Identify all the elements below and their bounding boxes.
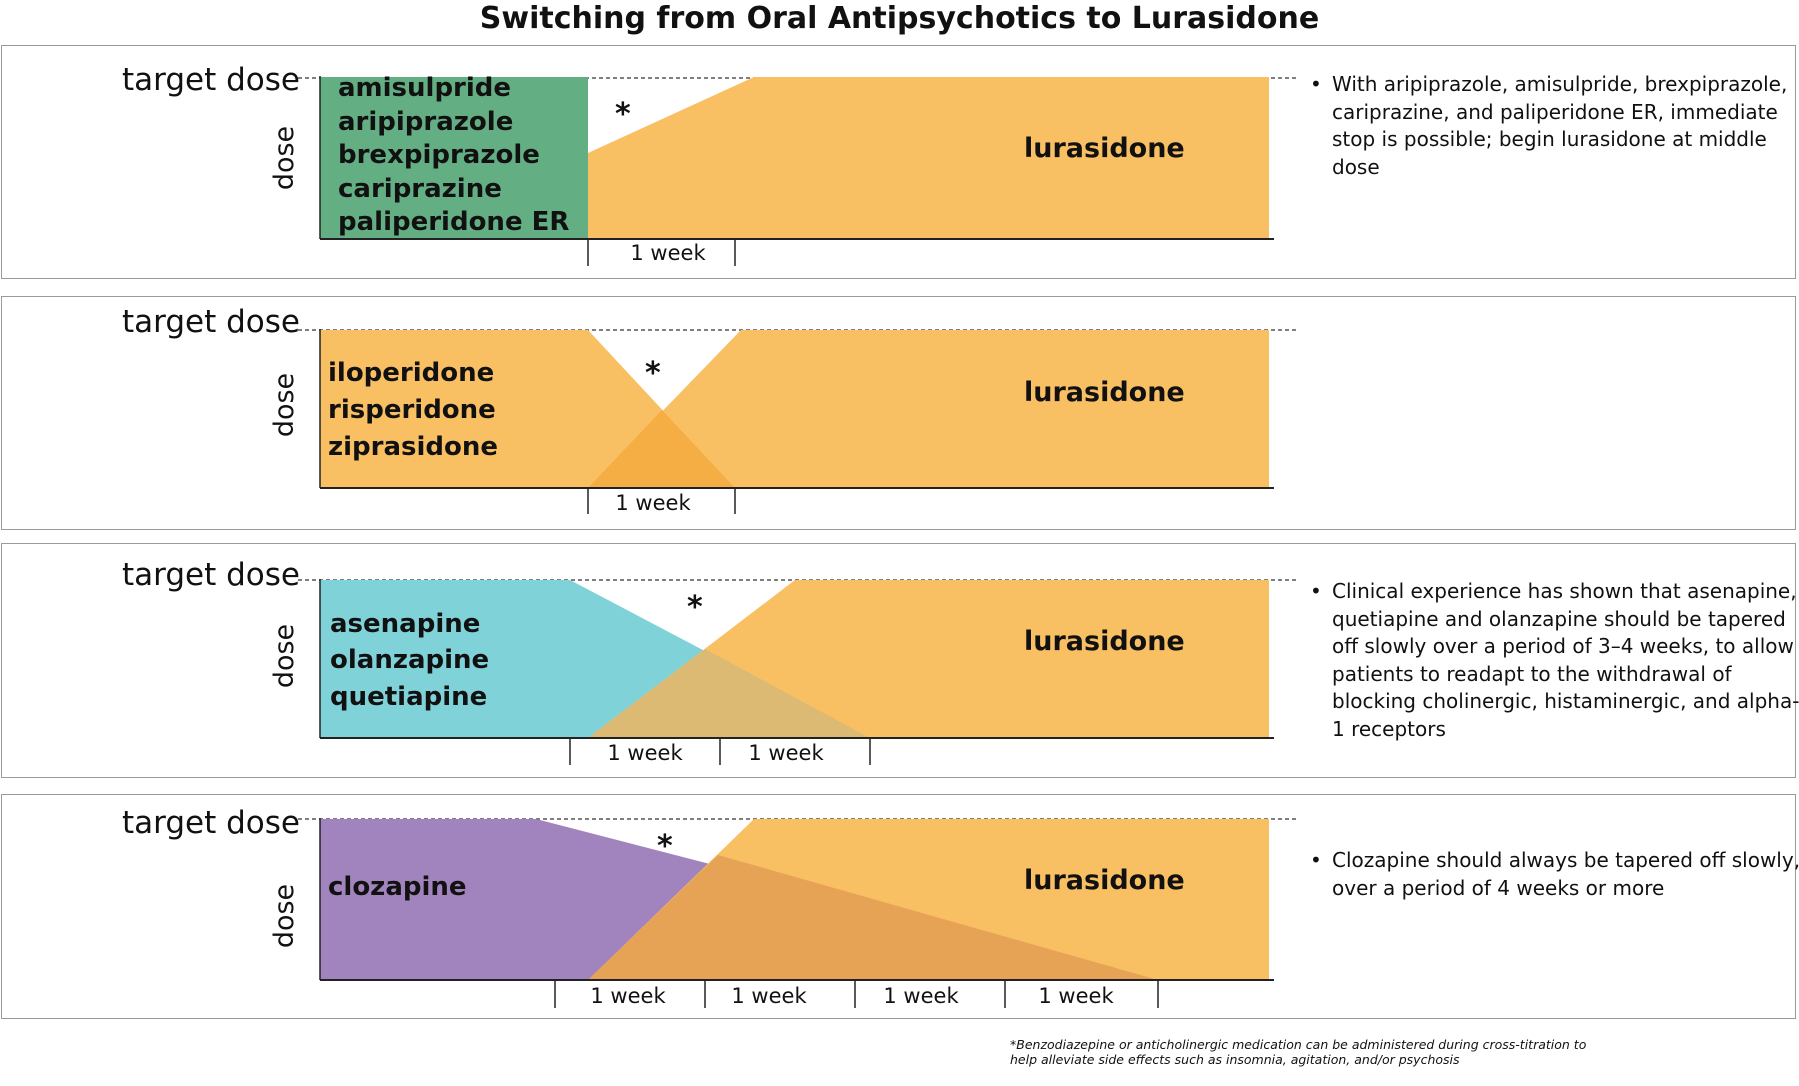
note-body: Clozapine should always be tapered off s… <box>1332 848 1799 900</box>
bullet-icon: • <box>1310 848 1322 872</box>
lurasidone-label: lurasidone <box>1024 377 1185 408</box>
drug-label: risperidone <box>328 395 496 425</box>
dose-axis-label: dose <box>269 373 300 437</box>
week-label: 1 week <box>590 984 666 1008</box>
drug-label: aripiprazole <box>338 107 513 137</box>
drug-label: asenapine <box>330 609 480 639</box>
asterisk-marker: * <box>687 590 703 625</box>
page-title: Switching from Oral Antipsychotics to Lu… <box>479 1 1320 36</box>
footnote-line-1: *Benzodiazepine or anticholinergic medic… <box>1010 1037 1587 1052</box>
panel-cross-titration-1-week: target dose dose iloperidone risperidone… <box>1 296 1796 530</box>
footnote: *Benzodiazepine or anticholinergic medic… <box>1010 1037 1770 1067</box>
drug-label: olanzapine <box>330 645 489 675</box>
asterisk-marker: * <box>615 97 631 132</box>
target-dose-label: target dose <box>122 62 300 98</box>
lurasidone-label: lurasidone <box>1024 626 1185 657</box>
bullet-icon: • <box>1310 579 1322 603</box>
dose-axis-label: dose <box>269 884 300 948</box>
previous-drug-area <box>320 77 588 239</box>
panel-1-diagram: target dose dose amisulpride aripiprazol… <box>122 62 1297 266</box>
lurasidone-area <box>588 77 1269 239</box>
overlap-area <box>588 410 735 488</box>
footnote-line-2: help alleviate side effects such as inso… <box>1010 1052 1460 1067</box>
drug-label: clozapine <box>328 872 467 902</box>
note-text: • Clinical experience has shown that ase… <box>1310 578 1799 743</box>
drug-label: cariprazine <box>338 174 502 204</box>
panel-2-diagram: target dose dose iloperidone risperidone… <box>122 304 1297 515</box>
panel-3-diagram: target dose dose asenapine olanzapine qu… <box>122 557 1297 765</box>
drug-label: quetiapine <box>330 682 487 712</box>
panel-4-diagram: target dose dose clozapine lurasidone * … <box>122 805 1297 1008</box>
bullet-icon: • <box>1310 72 1322 96</box>
overlap-area <box>588 649 870 738</box>
week-label: 1 week <box>1038 984 1114 1008</box>
lurasidone-label: lurasidone <box>1024 133 1185 164</box>
drug-label: amisulpride <box>338 73 511 103</box>
drug-label: iloperidone <box>328 358 494 388</box>
drug-label: ziprasidone <box>328 432 498 462</box>
dose-axis-label: dose <box>269 624 300 688</box>
target-dose-label: target dose <box>122 304 300 340</box>
week-label: 1 week <box>748 741 824 765</box>
panel-slow-taper-2-weeks: target dose dose asenapine olanzapine qu… <box>1 543 1799 778</box>
asterisk-marker: * <box>657 829 673 864</box>
lurasidone-area <box>588 330 1269 488</box>
week-label: 1 week <box>615 491 691 515</box>
week-label: 1 week <box>607 741 683 765</box>
note-body: With aripiprazole, amisulpride, brexpipr… <box>1332 72 1788 179</box>
panel-clozapine-taper: target dose dose clozapine lurasidone * … <box>1 794 1799 1019</box>
note-body: Clinical experience has shown that asena… <box>1332 579 1799 741</box>
note-text: • With aripiprazole, amisulpride, brexpi… <box>1310 71 1799 181</box>
asterisk-marker: * <box>645 356 661 391</box>
overlap-area <box>588 855 1158 980</box>
panel-immediate-stop: target dose dose amisulpride aripiprazol… <box>1 45 1796 279</box>
drug-label: paliperidone ER <box>338 207 569 237</box>
week-label: 1 week <box>731 984 807 1008</box>
week-label: 1 week <box>883 984 959 1008</box>
drug-label: brexpiprazole <box>338 140 540 170</box>
dose-axis-label: dose <box>269 126 300 190</box>
note-text: • Clozapine should always be tapered off… <box>1310 847 1799 902</box>
week-label: 1 week <box>630 241 706 265</box>
lurasidone-label: lurasidone <box>1024 865 1185 896</box>
target-dose-label: target dose <box>122 557 300 593</box>
target-dose-label: target dose <box>122 805 300 841</box>
